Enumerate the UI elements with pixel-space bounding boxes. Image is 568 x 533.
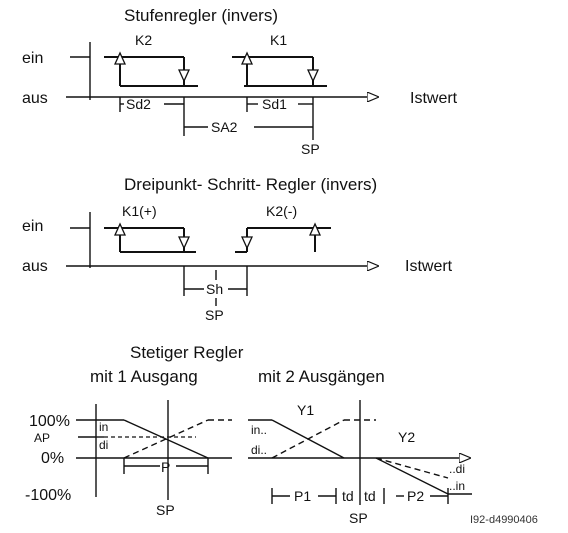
down-arrow-icon: [240, 236, 254, 250]
dim-sh-label: Sh: [206, 281, 223, 297]
right-in-end-label: ..in: [449, 479, 465, 493]
relay-k1-plus-label: K1(+): [122, 203, 157, 219]
up-arrow-icon: [308, 222, 322, 236]
dim-sd2-label: Sd2: [126, 96, 151, 112]
right-p2-label: P2: [407, 488, 424, 504]
right-in-label: in..: [251, 423, 267, 437]
y-label-0: 0%: [41, 450, 64, 467]
y-label-ap: AP: [34, 431, 50, 445]
relay-k2-minus-loop: [235, 222, 331, 253]
diagram3-title: Stetiger Regler: [130, 343, 244, 362]
diagram1-off-label: aus: [22, 90, 48, 107]
diagram-stufenregler: Stufenregler (invers) ein aus Istwert K2…: [22, 6, 458, 157]
diagram3-subtitle-right: mit 2 Ausgängen: [258, 367, 385, 386]
diagram1-on-label: ein: [22, 50, 43, 67]
y-label-minus100: -100%: [25, 487, 71, 504]
left-sp-label: SP: [156, 502, 175, 518]
dim-sp-label: SP: [301, 141, 320, 157]
y-label-100: 100%: [29, 413, 70, 430]
relay-k2-minus-label: K2(-): [266, 203, 297, 219]
figure-reference: I92-d4990406: [470, 514, 538, 526]
single-output-plot: [76, 400, 232, 500]
left-p-label: P: [161, 459, 170, 475]
right-y2-label: Y2: [398, 429, 415, 445]
relay-k1-plus-loop: [104, 222, 196, 253]
diagram3-subtitle-left: mit 1 Ausgang: [90, 367, 198, 386]
dim-sp-label-2: SP: [205, 307, 224, 323]
right-sp-label: SP: [349, 510, 368, 526]
right-di-end-label: ..di: [449, 462, 465, 476]
relay-k1-label: K1: [270, 32, 287, 48]
diagram-stetiger-regler: Stetiger Regler mit 1 Ausgang mit 2 Ausg…: [25, 343, 472, 526]
dual-output-plot: [248, 400, 472, 505]
right-p1-label: P1: [294, 488, 311, 504]
diagram2-dimensions: [183, 266, 248, 306]
right-td-left-label: td: [342, 488, 354, 504]
down-arrow-icon: [177, 236, 191, 250]
right-td-right-label: td: [364, 488, 376, 504]
diagram1-title: Stufenregler (invers): [124, 6, 278, 25]
right-di-label: di..: [251, 443, 267, 457]
diagram2-axis-label: Istwert: [405, 258, 453, 275]
diagram2-on-label: ein: [22, 218, 43, 235]
dim-sd1-label: Sd1: [262, 96, 287, 112]
up-arrow-icon: [113, 222, 127, 236]
down-arrow-icon: [177, 69, 191, 83]
dim-sa2-label: SA2: [211, 119, 238, 135]
diagram2-title: Dreipunkt- Schritt- Regler (invers): [124, 175, 377, 194]
up-arrow-icon: [240, 51, 254, 65]
diagram-dreipunkt-regler: Dreipunkt- Schritt- Regler (invers) ein …: [22, 175, 453, 323]
right-y1-label: Y1: [297, 402, 314, 418]
diagram1-dimensions: [119, 97, 314, 140]
relay-k2-loop: [104, 51, 198, 87]
diagram2-off-label: aus: [22, 258, 48, 275]
left-di-label: di: [99, 438, 108, 452]
left-in-label: in: [99, 420, 108, 434]
diagram1-axis-label: Istwert: [410, 90, 458, 107]
up-arrow-icon: [113, 51, 127, 65]
relay-k2-label: K2: [135, 32, 152, 48]
relay-k1-loop: [232, 51, 327, 87]
down-arrow-icon: [306, 69, 320, 83]
